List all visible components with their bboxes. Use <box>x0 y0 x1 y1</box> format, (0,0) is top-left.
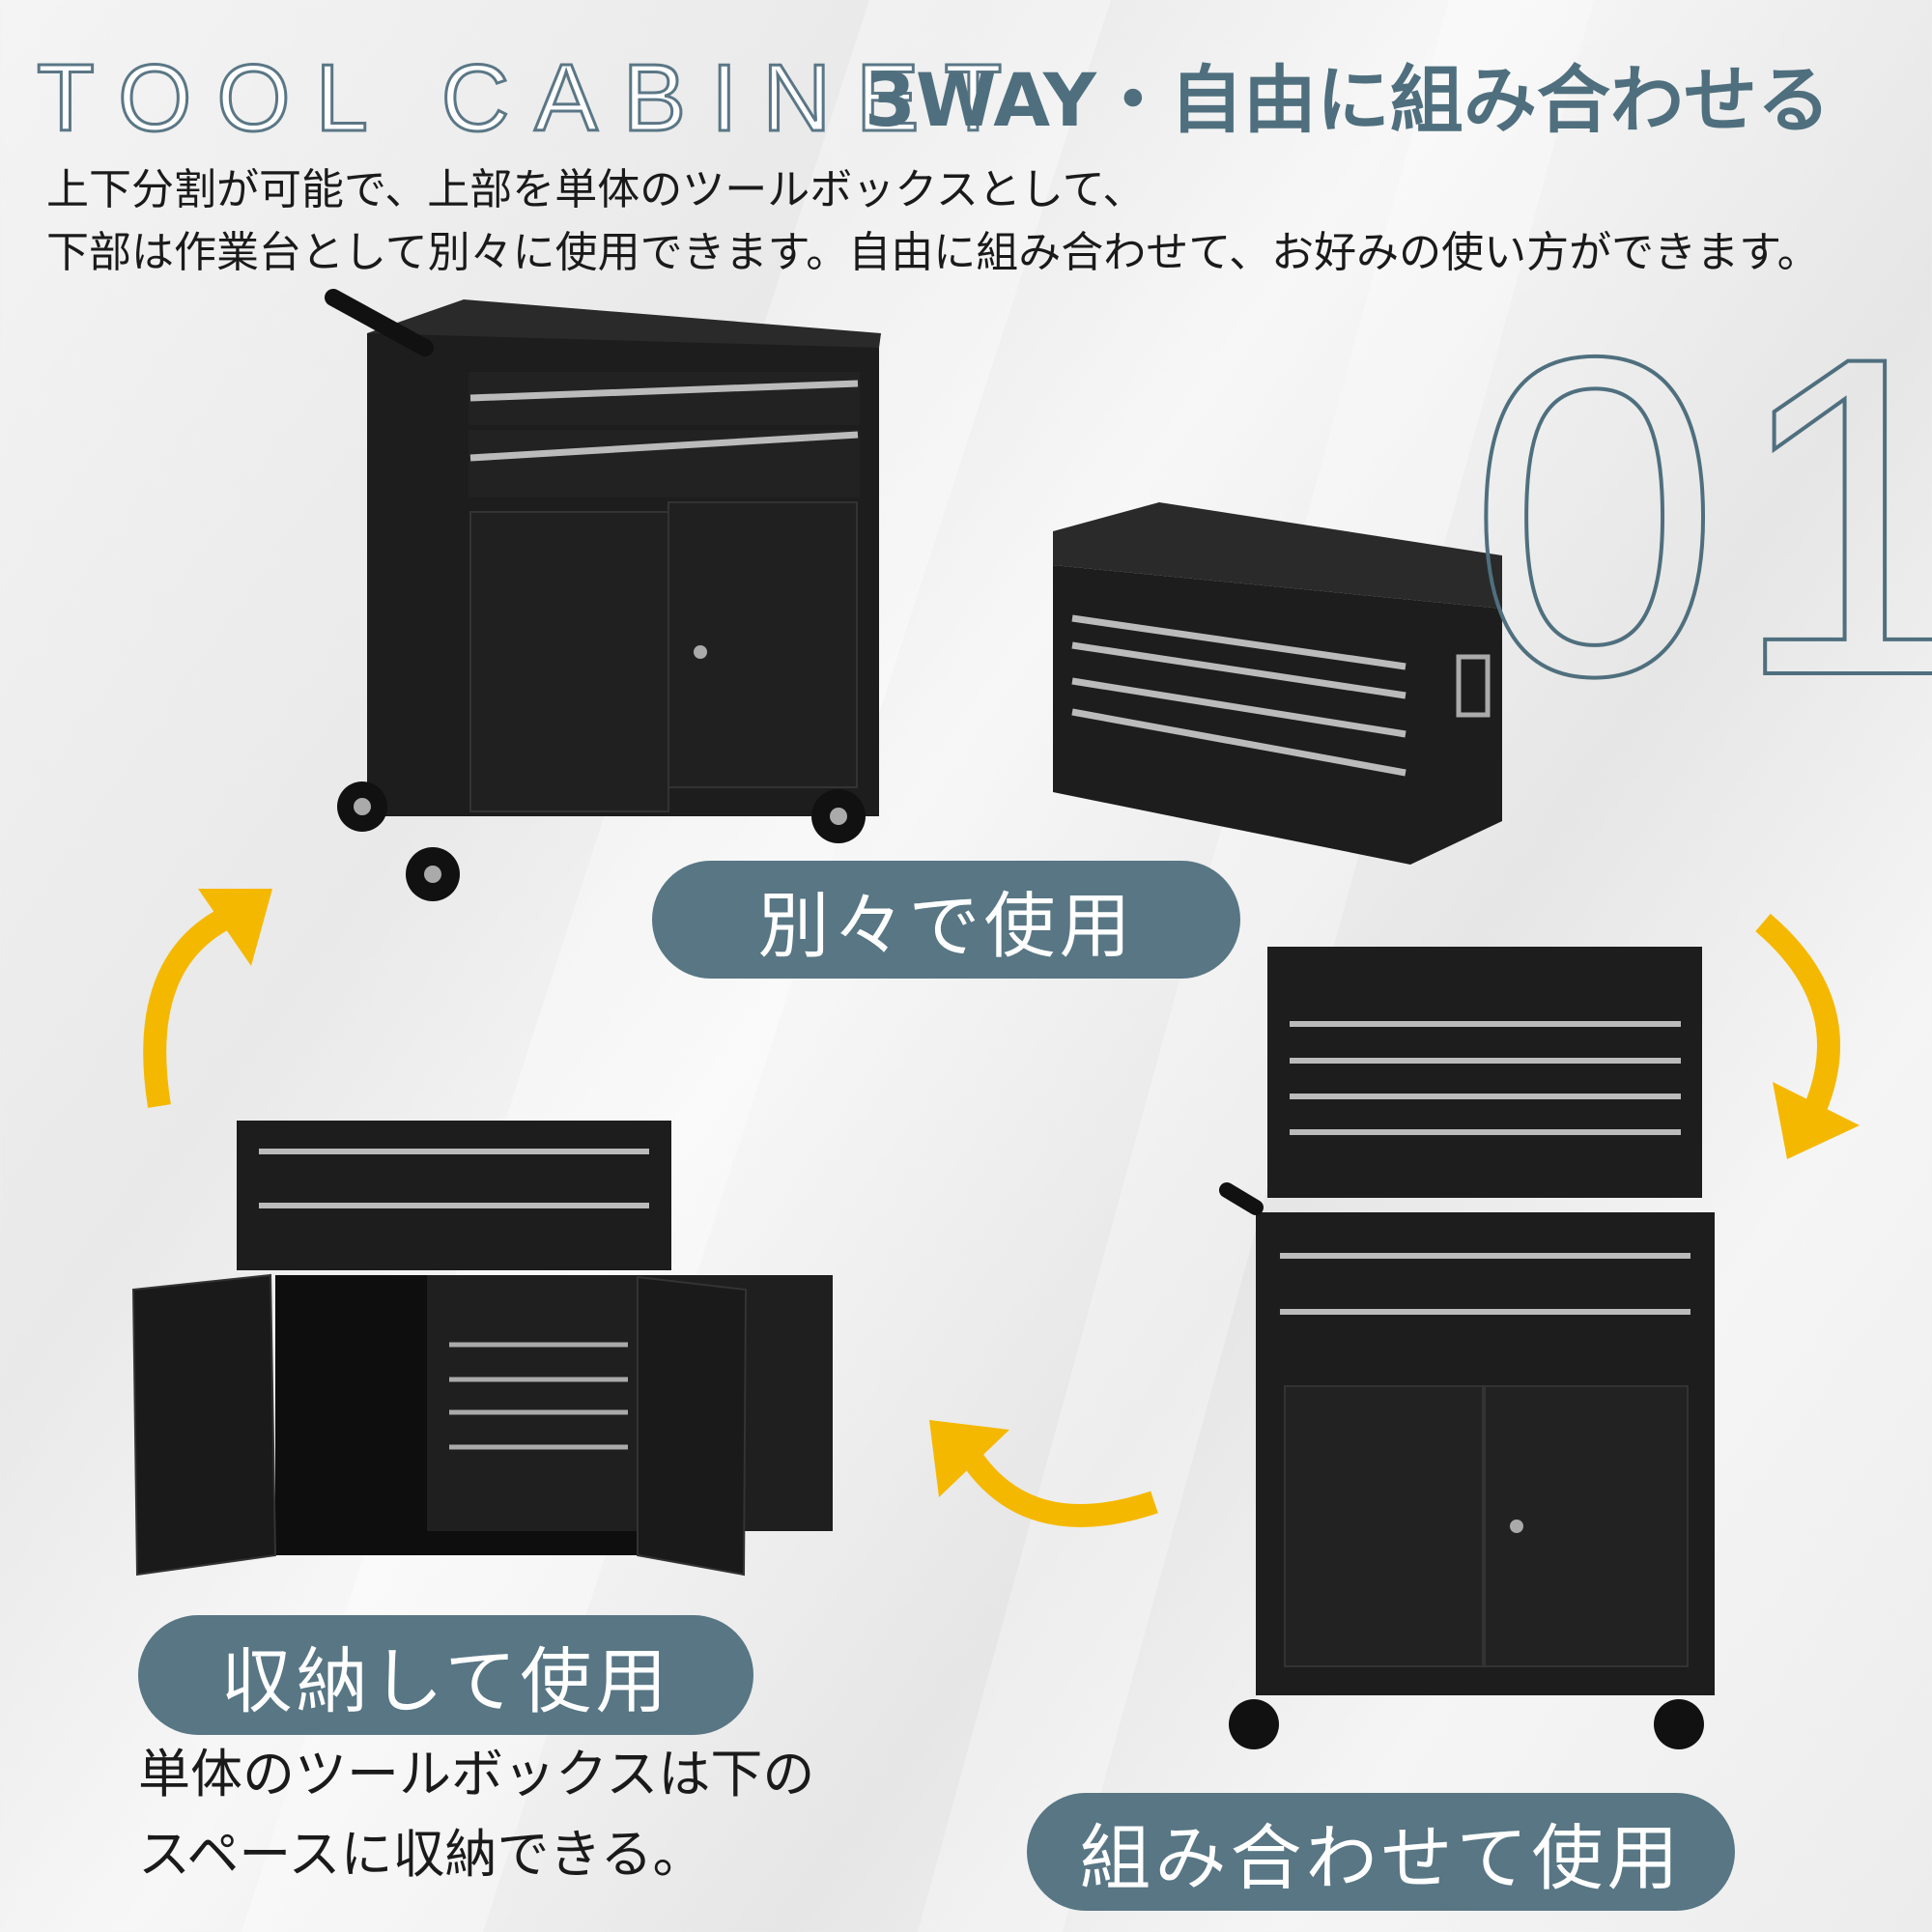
description-line-1: 上下分割が可能で、上部を単体のツールボックスとして、 <box>46 165 1146 214</box>
tool-cart-image <box>325 289 881 901</box>
title-english: TOOL CABINET <box>35 44 1028 151</box>
label-storage-use: 収納して使用 <box>138 1615 753 1735</box>
storage-note-line-2: スペースに収納できる。 <box>138 1824 705 1885</box>
label-separate-use: 別々で使用 <box>652 861 1240 979</box>
label-combined-use: 組み合わせて使用 <box>1027 1793 1735 1911</box>
arrow-head-icon <box>929 1420 1009 1497</box>
arrow-up-left <box>143 901 242 1108</box>
title-japanese: 3WAY・自由に組み合わせる <box>865 57 1831 143</box>
tool-chest-image <box>1053 502 1502 865</box>
arrow-down-right <box>1755 913 1841 1116</box>
arrow-head-icon <box>1773 1082 1860 1159</box>
description-line-2: 下部は作業台として別々に使用できます。自由に組み合わせて、お好みの使い方ができま… <box>46 228 1820 277</box>
storage-cabinet-image <box>131 1121 833 1577</box>
combined-cabinet-image <box>1219 947 1715 1749</box>
arrow-left <box>955 1442 1158 1527</box>
storage-note-line-1: 単体のツールボックスは下の <box>138 1744 815 1804</box>
feature-number: 01 <box>1466 263 1932 770</box>
arrows <box>143 901 1841 1527</box>
arrow-head-icon <box>198 889 272 966</box>
